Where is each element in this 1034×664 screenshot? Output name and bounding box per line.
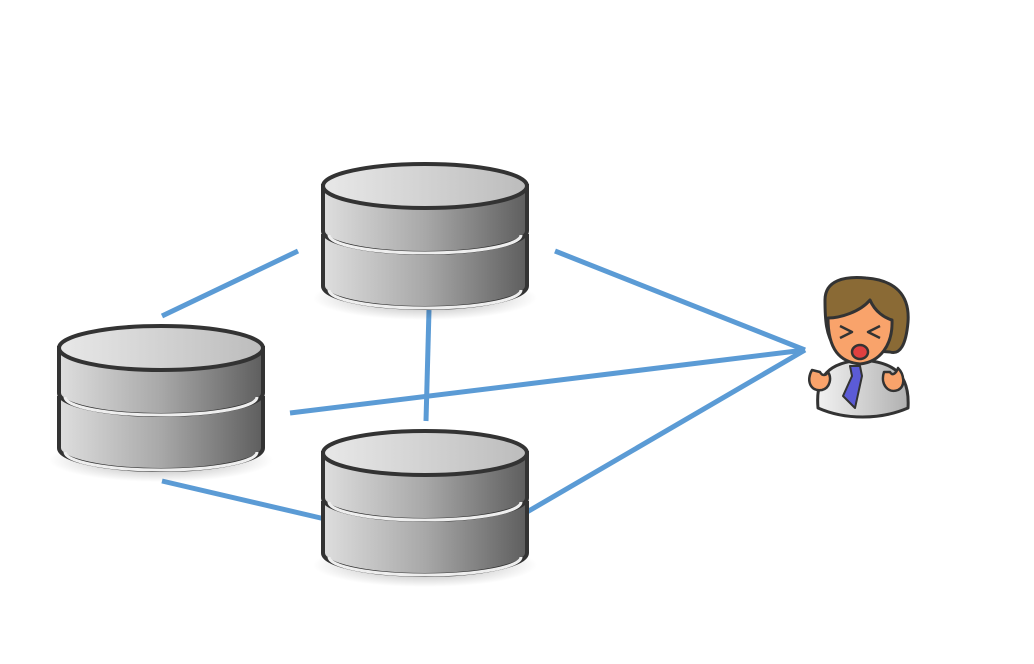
edges — [160, 248, 807, 522]
edge-left-bottom — [161, 478, 326, 522]
edge-top-user — [554, 248, 806, 353]
database-icon — [311, 429, 539, 589]
edge-left-user — [289, 347, 806, 416]
edge-top-bottom — [423, 309, 432, 422]
angry-user-icon — [808, 276, 910, 419]
edge-left-top — [160, 248, 300, 319]
edge-bottom-user — [525, 347, 807, 515]
database-icon — [47, 324, 275, 484]
database-icon — [311, 162, 539, 322]
